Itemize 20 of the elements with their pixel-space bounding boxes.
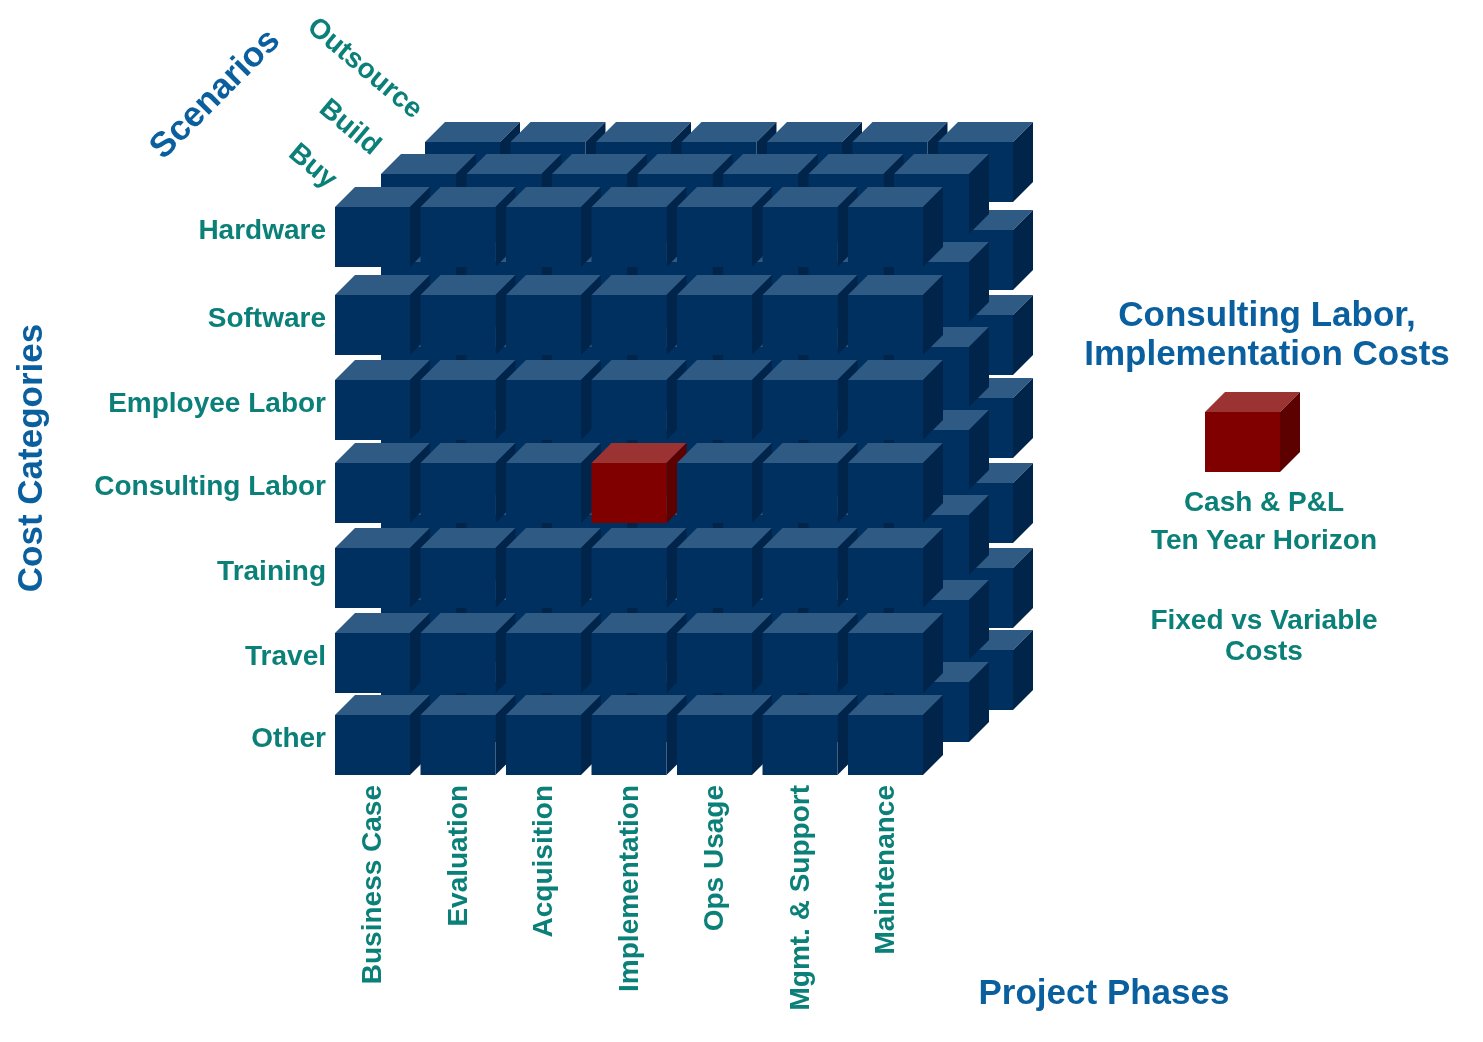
phase-label: Evaluation — [442, 785, 474, 927]
category-label: Employee Labor — [108, 388, 326, 419]
category-label: Travel — [245, 641, 326, 672]
panel-heading: Consulting Labor, Implementation Costs — [1083, 294, 1451, 372]
note-text: Ten Year Horizon — [1150, 524, 1378, 556]
category-label: Other — [251, 723, 326, 754]
category-label: Hardware — [198, 215, 326, 246]
axis-title: Cost Categories — [10, 323, 50, 593]
phase-label: Business Case — [357, 785, 388, 985]
phase-label: Ops Usage — [699, 785, 730, 932]
phase-label: Implementation — [613, 785, 645, 992]
phase-label: Acquisition — [528, 785, 559, 938]
axis-title: Project Phases — [978, 972, 1230, 1012]
phase-label: Mgmt. & Support — [784, 785, 816, 1011]
category-label: Training — [217, 556, 326, 587]
category-label: Consulting Labor — [94, 471, 326, 502]
phase-label: Maintenance — [870, 785, 901, 955]
note-text: Cash & P&L — [1183, 486, 1345, 518]
note-text: Fixed vs Variable Costs — [1149, 605, 1379, 667]
category-label: Software — [207, 303, 326, 334]
